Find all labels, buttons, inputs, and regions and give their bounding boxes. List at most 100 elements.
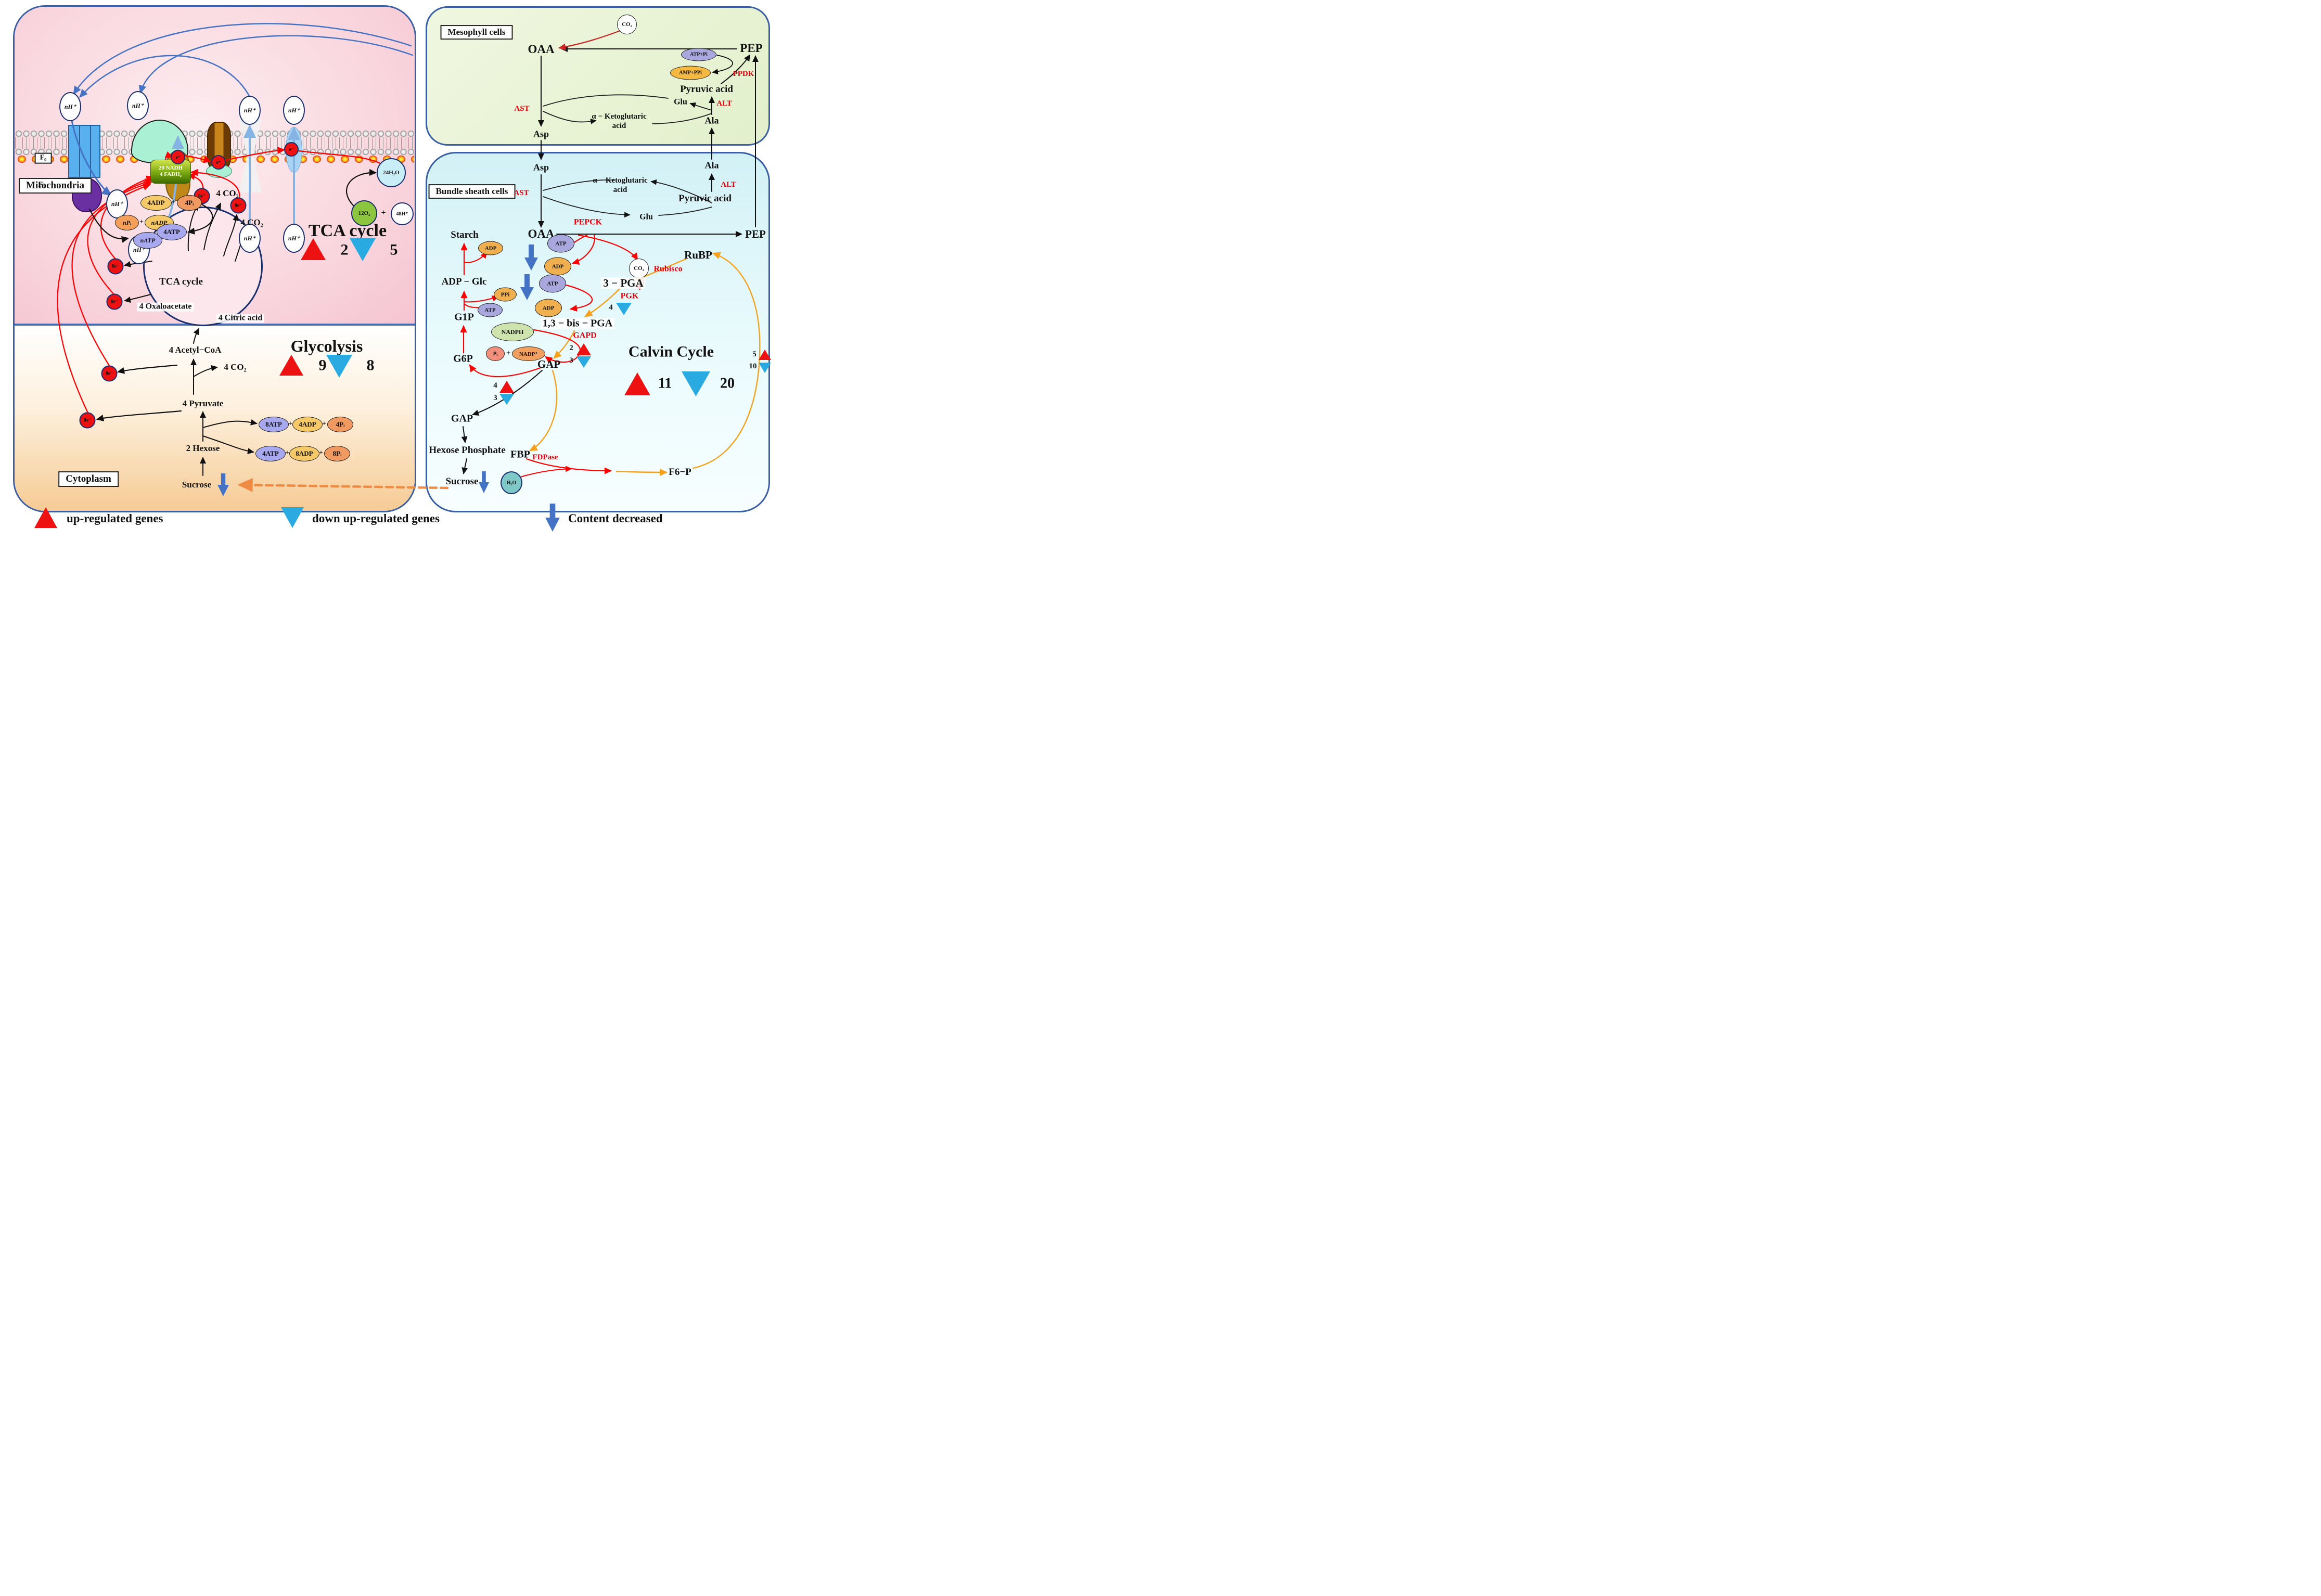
proton-circle: nH⁺ xyxy=(127,91,149,120)
mitochondria-label: Mitochondria xyxy=(19,178,92,194)
plus-sign: + xyxy=(506,349,511,358)
plus-sign: + xyxy=(139,218,144,226)
electron-circle: e⁻ xyxy=(284,142,299,157)
plus-sign: + xyxy=(288,420,292,428)
adp8-oval: 8ADP xyxy=(289,446,319,461)
bs-co2-circle: CO₂ xyxy=(629,259,649,278)
co2-4-label: 4 CO₂ xyxy=(240,217,263,228)
electron8-circle: 8e⁻ xyxy=(106,293,123,310)
meso-pyruvic-label: Pyruvic acid xyxy=(680,84,733,95)
tca-up-count: 2 xyxy=(340,241,349,259)
atp4-oval: 4ATP xyxy=(157,224,187,240)
complex-brown-base xyxy=(206,164,232,178)
natp-oval: nATP xyxy=(133,232,162,249)
legend-down-label: down up-regulated genes xyxy=(312,511,440,525)
f6p-label: F6−P xyxy=(669,467,691,478)
npi-oval: nPᵢ xyxy=(115,215,139,230)
acetyl-coa-label: 4 Acetyl−CoA xyxy=(169,345,222,355)
hexose-phosphate-label: Hexose Phosphate xyxy=(429,445,506,456)
legend-up-label: up-regulated genes xyxy=(67,511,163,525)
nadh-label: 20 NADH xyxy=(158,165,183,172)
meso-alt-label: ALT xyxy=(716,99,732,108)
legend-content-label: Content decreased xyxy=(568,511,663,525)
meso-akg-label: α − Ketoglutaric xyxy=(592,112,647,121)
bs-atp-oval: ATP xyxy=(478,303,503,317)
proton-circle: nH⁺ xyxy=(59,92,81,121)
cytoplasm-label: Cytoplasm xyxy=(58,471,119,487)
pgk-down-count: 4 xyxy=(609,303,613,312)
cycle-down-count: 10 xyxy=(749,362,757,371)
atp-pi-oval: ATP+Pi xyxy=(681,48,716,61)
pi8-oval: 8Pᵢ xyxy=(324,446,350,461)
gapfbp-down-count: 3 xyxy=(493,394,497,403)
meso-ast-label: AST xyxy=(514,105,530,113)
electron8-circle: 8e⁻ xyxy=(79,412,96,429)
f1-label: F₁ xyxy=(38,181,45,189)
pepck-label: PEPCK xyxy=(573,217,602,227)
plus-sign: + xyxy=(319,449,323,457)
bs-pep-label: PEP xyxy=(745,227,766,240)
pyruvate-label: 4 Pyruvate xyxy=(182,398,224,409)
pgk-label: PGK xyxy=(620,291,639,301)
gapd-down-count: 3 xyxy=(569,356,573,365)
rubp-label: RuBP xyxy=(684,248,712,261)
tca-circle-label: TCA cycle xyxy=(159,276,203,288)
plus-sign: + xyxy=(322,420,326,428)
electron-circle: e⁻ xyxy=(211,155,226,170)
bs-atp-oval: ATP xyxy=(547,234,574,253)
bs-sucrose-label: Sucrose xyxy=(445,476,479,487)
fdpase-label: FDPase xyxy=(532,453,558,462)
bs-adp-oval: ADP xyxy=(478,241,503,255)
pi-oval: Pᵢ xyxy=(486,346,505,361)
o2-circle: 12O₂ xyxy=(351,200,377,226)
electron8-circle: 8e⁻ xyxy=(101,365,118,382)
g1p-label: G1P xyxy=(454,311,474,323)
plus-sign: + xyxy=(381,208,386,217)
pga3-label: 3 − PGA xyxy=(601,277,646,289)
h48-circle: 48H⁺ xyxy=(391,202,414,225)
electron8-circle: 8e⁻ xyxy=(107,258,124,275)
proton-circle: nH⁺ xyxy=(239,96,261,125)
fbp-label: FBP xyxy=(510,448,530,460)
ppdk-label: PPDK xyxy=(733,70,754,79)
bs-adp-oval: ADP xyxy=(544,257,571,276)
meso-asp-label: Asp xyxy=(533,128,549,139)
nadph-oval: NADPH xyxy=(491,323,534,341)
bs-glu-label: Glu xyxy=(639,212,653,222)
bs-alt-label: ALT xyxy=(721,181,736,189)
electron8-circle: 8e⁻ xyxy=(230,197,247,214)
hexose-label: 2 Hexose xyxy=(186,443,220,454)
glycolysis-up-count: 9 xyxy=(318,356,327,374)
proton-circle: nH⁺ xyxy=(239,224,261,253)
glycolysis-heading: Glycolysis xyxy=(290,337,363,356)
bundle-sheath-label: Bundle sheath cells xyxy=(428,184,516,199)
nadpp-oval: NADP⁺ xyxy=(512,346,545,361)
bs-ala-label: Ala xyxy=(704,160,719,171)
starch-label: Starch xyxy=(451,229,479,241)
sucrose-label: Sucrose xyxy=(182,480,212,490)
meso-akg-acid-label: acid xyxy=(612,122,626,131)
atp4-oval: 4ATP xyxy=(255,446,286,461)
plus-sign: + xyxy=(172,198,176,207)
meso-ala-label: Ala xyxy=(704,115,719,126)
bs-akg-label: α − Ketoglutaric xyxy=(593,176,648,185)
bs-atp-oval: ATP xyxy=(539,274,566,293)
gap-label: GAP xyxy=(537,357,561,370)
plus-sign: + xyxy=(285,449,289,457)
electron-circle: e⁻ xyxy=(171,150,185,164)
oxaloacetate-label: 4 Oxaloacetate xyxy=(137,302,194,312)
proton-circle: nH⁺ xyxy=(283,96,305,125)
calvin-down-count: 20 xyxy=(720,375,735,392)
bispga-label: 1,3 − bis − PGA xyxy=(540,318,615,329)
atp8-oval: 8ATP xyxy=(259,417,289,432)
tca-down-count: 5 xyxy=(390,241,398,259)
rubisco-label: Rubisco xyxy=(653,264,683,274)
gapfbp-up-count: 4 xyxy=(493,381,497,390)
co2-4-label: 4 CO₂ xyxy=(216,188,239,199)
fadh-label: 4 FADH₂ xyxy=(160,171,182,177)
nadh-fadh-box: 20 NADH 4 FADH₂ xyxy=(150,160,191,184)
bs-ast-label: AST xyxy=(514,189,529,198)
h2o-circle: 24H₂O xyxy=(377,158,406,187)
meso-glu-label: Glu xyxy=(674,97,687,107)
gap2-label: GAP xyxy=(451,413,473,424)
